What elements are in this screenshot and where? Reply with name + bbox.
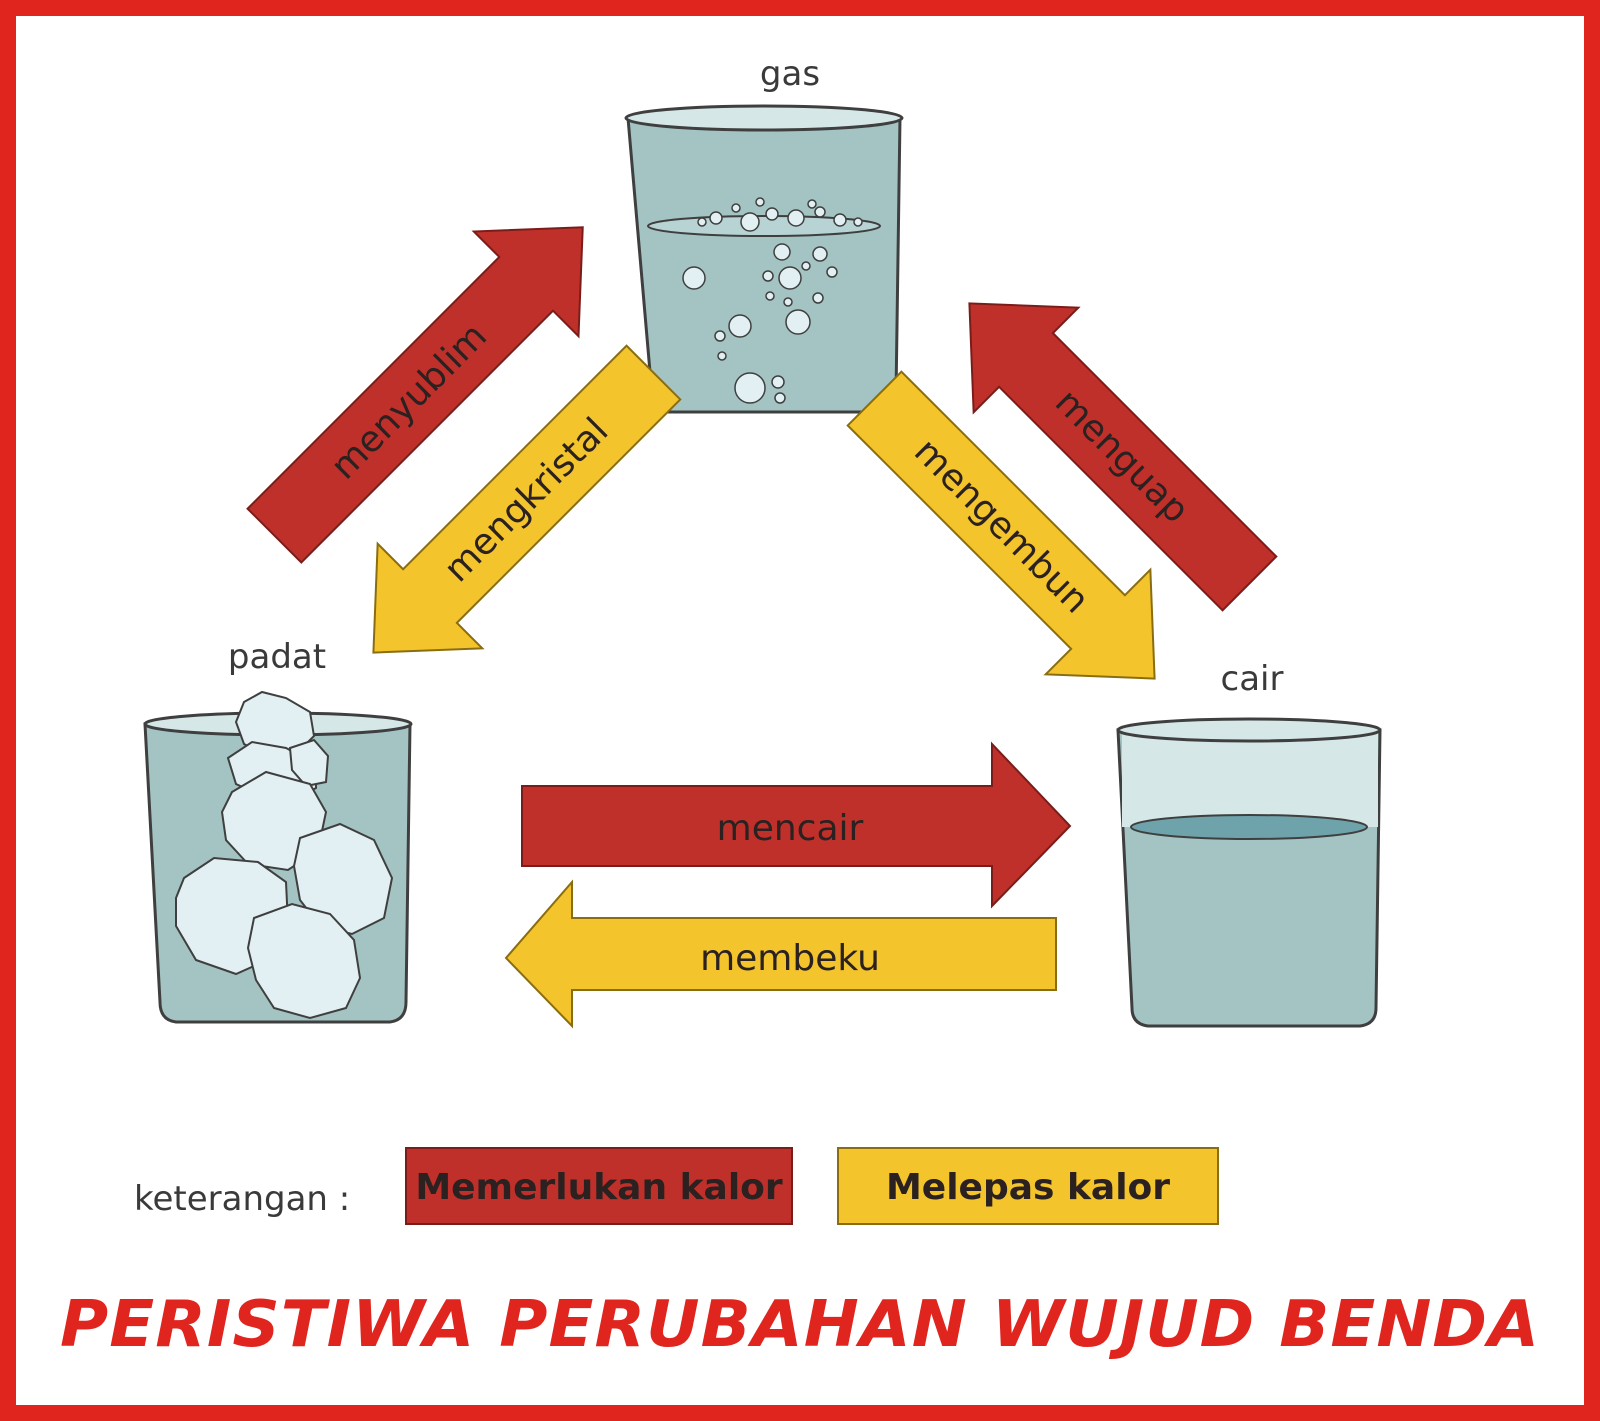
liquid-beaker (1116, 717, 1382, 1028)
arrow-menyublim: menyublim (246, 226, 584, 564)
arrow-mencair: mencair (521, 741, 1072, 909)
arrow-mengkristal-label: mengkristal (437, 410, 617, 590)
ice-cubes-icon (175, 690, 394, 1020)
arrow-mencair-label: mencair (717, 808, 864, 849)
legend-releases-heat-swatch (837, 1147, 1219, 1225)
water-surface (1130, 814, 1368, 840)
arrow-menguap: menguap (968, 302, 1278, 612)
arrow-mengembun: mengembun (846, 370, 1156, 680)
legend-label: keterangan : (134, 1179, 350, 1219)
legend-releases-heat-text: Melepas kalor (886, 1167, 1170, 1208)
legend: keterangan : Memerlukan kalor Melepas ka… (134, 1147, 1219, 1225)
gas-beaker (624, 104, 904, 414)
arrow-mengembun-label: mengembun (906, 431, 1097, 622)
solid-beaker (143, 690, 413, 1024)
bubbles-icon (682, 197, 863, 404)
legend-requires-heat-text: Memerlukan kalor (415, 1167, 783, 1208)
poster-title: PERISTIWA PERUBAHAN WUJUD BENDA (60, 1288, 1540, 1362)
label-gas: gas (760, 54, 820, 94)
label-cair: cair (1221, 659, 1284, 699)
arrow-menyublim-label: menyublim (323, 316, 495, 488)
arrow-membeku: membeku (504, 879, 1057, 1029)
legend-requires-heat-swatch (405, 1147, 793, 1225)
label-padat: padat (228, 637, 326, 677)
arrow-membeku-label: membeku (700, 938, 880, 979)
